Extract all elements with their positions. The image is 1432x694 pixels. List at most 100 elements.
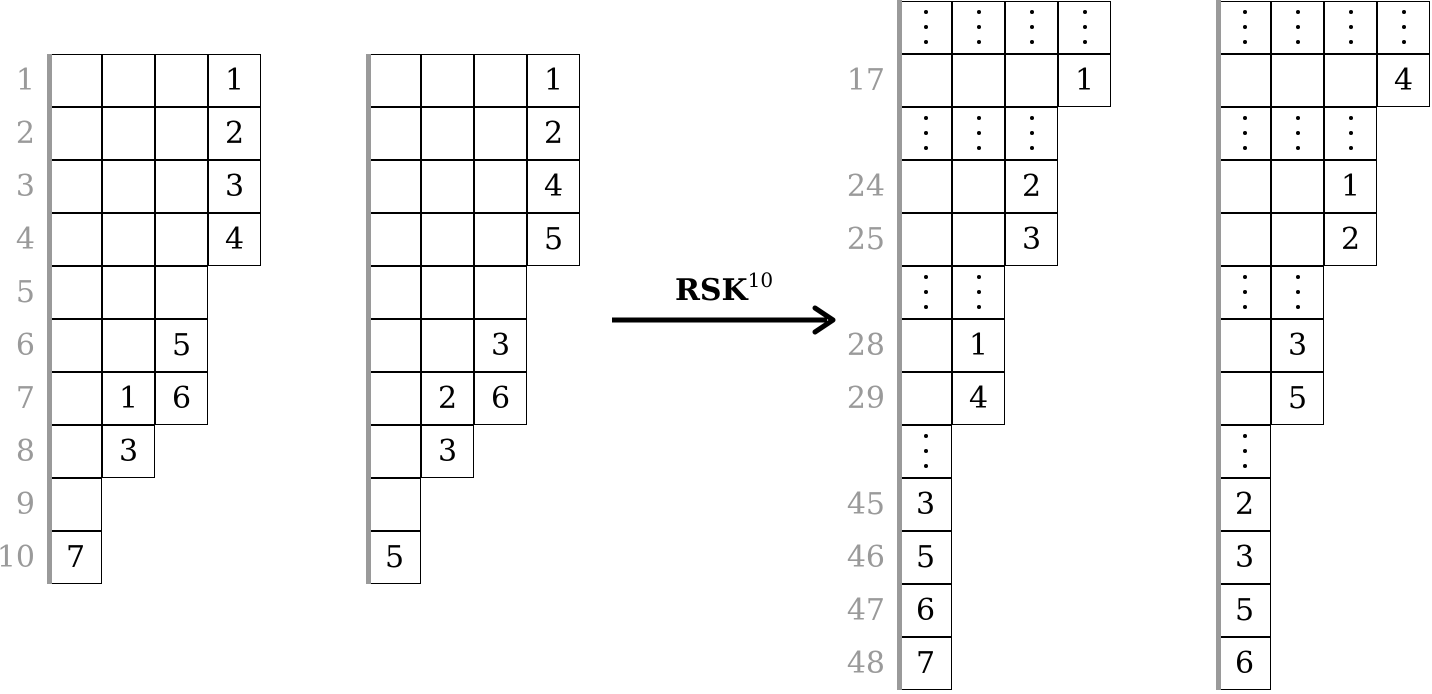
tableau-cell: [421, 266, 474, 319]
vertical-dots-icon: [1348, 116, 1353, 153]
vertical-dots-icon: [976, 275, 981, 312]
vertical-dots-icon: [1242, 10, 1247, 47]
ellipsis-cell: [1058, 1, 1111, 54]
tableau-cell: 1: [208, 54, 261, 107]
tableau-cell: 5: [1271, 372, 1324, 425]
vertical-dots-icon: [1082, 10, 1087, 47]
ellipsis-cell: [1377, 1, 1430, 54]
row-index-label: 6: [15, 328, 35, 363]
tableau-cell: [474, 107, 527, 160]
tableau-cell: [368, 54, 421, 107]
tableau-cell: [1218, 372, 1271, 425]
ellipsis-cell: [1005, 1, 1058, 54]
tableau-cell: [1218, 319, 1271, 372]
tableau-cell: [49, 425, 102, 478]
tableau-cell: 2: [527, 107, 580, 160]
tableau-cell: [1271, 54, 1324, 107]
vertical-dots-icon: [1295, 10, 1300, 47]
tableau-cell: [155, 160, 208, 213]
tableau-cell: [368, 160, 421, 213]
tableau-cell: 1: [1324, 160, 1377, 213]
vertical-dots-icon: [1242, 275, 1247, 312]
row-index-label: 47: [846, 593, 885, 628]
vertical-dots-icon: [1242, 434, 1247, 471]
tableau-left-border: [1216, 0, 1221, 690]
tableau-cell: 1: [527, 54, 580, 107]
row-index-label: 46: [846, 540, 885, 575]
tableau-left-border: [366, 54, 371, 584]
tableau-cell: 5: [899, 531, 952, 584]
tableau-cell: 3: [208, 160, 261, 213]
arrow-head: [812, 305, 836, 335]
tableau-cell: [1218, 54, 1271, 107]
row-index-label: 17: [846, 63, 885, 98]
tableau-cell: [421, 160, 474, 213]
row-index-label: 45: [846, 487, 885, 522]
row-index-label: 25: [846, 222, 885, 257]
tableau-cell: [899, 160, 952, 213]
rsk-arrow: [612, 305, 836, 335]
tableau-cell: 4: [527, 160, 580, 213]
tableau-cell: 2: [1005, 160, 1058, 213]
tableau-cell: 3: [899, 478, 952, 531]
ellipsis-cell: [899, 425, 952, 478]
ellipsis-cell: [1271, 266, 1324, 319]
row-index-label: 28: [846, 328, 885, 363]
row-index-label: 1: [15, 63, 35, 98]
tableau-cell: [952, 54, 1005, 107]
ellipsis-cell: [1218, 107, 1271, 160]
tableau-cell: 2: [1218, 478, 1271, 531]
tableau-left-border: [47, 54, 52, 584]
tableau-cell: 7: [49, 531, 102, 584]
tableau-cell: [102, 107, 155, 160]
vertical-dots-icon: [923, 10, 928, 47]
vertical-dots-icon: [1348, 10, 1353, 47]
tableau-cell: [899, 54, 952, 107]
tableau-cell: 5: [368, 531, 421, 584]
tableau-cell: [368, 425, 421, 478]
tableau-cell: 3: [1218, 531, 1271, 584]
tableau-cell: 1: [952, 319, 1005, 372]
tableau-cell: [49, 107, 102, 160]
tableau-cell: [49, 213, 102, 266]
tableau-cell: 3: [1271, 319, 1324, 372]
tableau-cell: [155, 266, 208, 319]
tableau-cell: [1271, 213, 1324, 266]
row-index-label: 4: [15, 222, 35, 257]
tableau-cell: [102, 213, 155, 266]
ellipsis-cell: [1218, 425, 1271, 478]
tableau-cell: [421, 213, 474, 266]
row-index-label: 3: [15, 169, 35, 204]
ellipsis-cell: [952, 1, 1005, 54]
tableau-cell: [49, 266, 102, 319]
tableau-cell: 2: [1324, 213, 1377, 266]
tableau-cell: [49, 372, 102, 425]
vertical-dots-icon: [1295, 275, 1300, 312]
row-index-label: 29: [846, 381, 885, 416]
tableau-cell: [155, 54, 208, 107]
row-index-label: 8: [15, 434, 35, 469]
tableau-cell: 4: [208, 213, 261, 266]
ellipsis-cell: [899, 1, 952, 54]
tableau-cell: [1218, 213, 1271, 266]
tableau-cell: [474, 266, 527, 319]
tableau-cell: [102, 54, 155, 107]
tableau-cell: [102, 266, 155, 319]
vertical-dots-icon: [1029, 10, 1034, 47]
ellipsis-cell: [1271, 107, 1324, 160]
vertical-dots-icon: [1295, 116, 1300, 153]
tableau-cell: 3: [421, 425, 474, 478]
arrow-label: RSK10: [674, 268, 774, 308]
tableau-cell: [102, 160, 155, 213]
tableau-cell: 2: [421, 372, 474, 425]
tableau-cell: [155, 213, 208, 266]
tableau-cell: [952, 213, 1005, 266]
row-index-label: 5: [15, 275, 35, 310]
arrow-exponent: 10: [747, 268, 774, 292]
tableau-cell: [474, 54, 527, 107]
tableau-cell: 6: [474, 372, 527, 425]
tableau-cell: [421, 107, 474, 160]
tableau-cell: 4: [952, 372, 1005, 425]
tableau-cell: 4: [1377, 54, 1430, 107]
tableau-cell: [49, 160, 102, 213]
